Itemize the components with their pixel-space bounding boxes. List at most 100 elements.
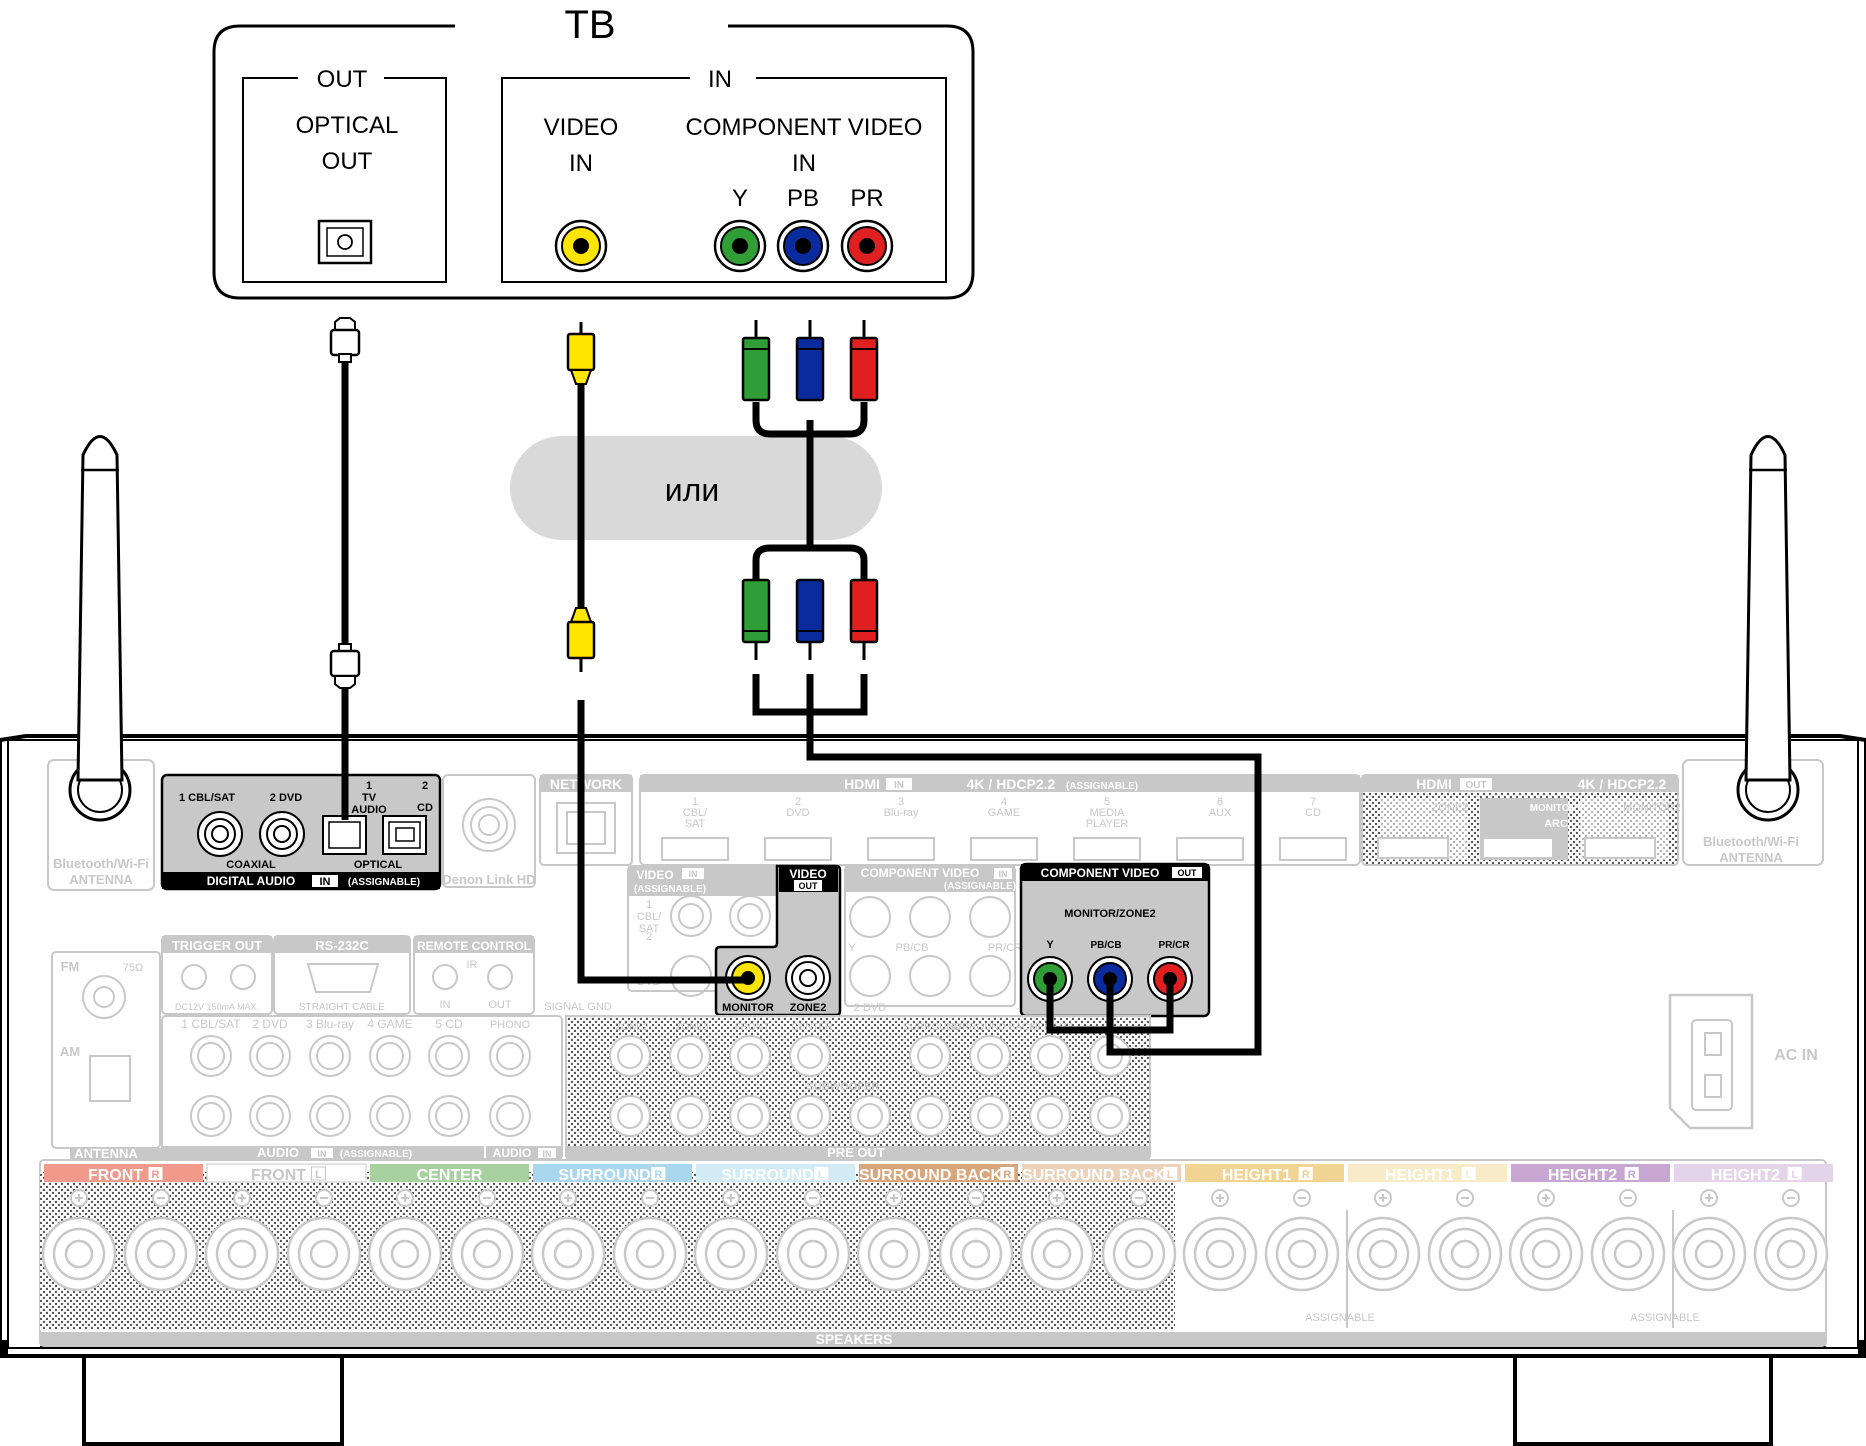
video-in-cbl-num: 1 [646, 899, 652, 911]
hdmi-in-port-label: MEDIA [1090, 807, 1126, 819]
hdmi-in-port-label: 5 [1104, 796, 1110, 808]
speaker-label: HEIGHT2 [1711, 1167, 1780, 1184]
ac-in-label: AC IN [1774, 1047, 1818, 1064]
pre-out-label: ZONE3 [675, 1022, 709, 1033]
pre-out-jack [729, 1095, 771, 1137]
optical-1-port[interactable] [322, 815, 367, 855]
video-in-game: 3 GAME [729, 880, 771, 892]
assignable-1: ASSIGNABLE [1305, 1312, 1375, 1324]
speaker-label: HEIGHT1 [1222, 1167, 1291, 1184]
optical-2-port[interactable] [382, 815, 427, 855]
speaker-label: SURROUND BACK [859, 1167, 1003, 1184]
phono-label: PHONO [490, 1019, 531, 1031]
phono-footer-in: IN [543, 1149, 552, 1159]
tv-y-label: Y [732, 185, 748, 212]
video-out-zone2-label: ZONE2 [790, 1002, 827, 1014]
pre-out-jack [669, 1035, 711, 1077]
audio-in-label: 1 CBL/SAT [181, 1017, 241, 1031]
denon-link-label: Denon Link HD [442, 872, 535, 887]
speaker-terminal [41, 1189, 117, 1292]
speaker-side: R [1628, 1169, 1636, 1181]
audio-footer-assign: (ASSIGNABLE) [340, 1149, 412, 1160]
tv-component-y-jack[interactable] [713, 219, 767, 273]
comp-in-label: COMPONENT VIDEO [861, 866, 980, 880]
comp-in-y: Y [848, 942, 856, 954]
comp-out-zone: MONITOR/ZONE2 [1064, 908, 1155, 920]
antenna-left [68, 435, 132, 822]
comp-out-pr-jack[interactable] [1147, 956, 1193, 1002]
audio-in-jack [309, 1095, 351, 1137]
coaxial-1-jack[interactable] [197, 811, 243, 857]
hdmi-out-spec: 4K / HDCP2.2 [1578, 776, 1667, 792]
or-pill: или [510, 436, 882, 540]
audio-in-jack [249, 1035, 291, 1077]
hdmi-in-port-label: GAME [988, 807, 1020, 819]
tv-component-pb-jack[interactable] [776, 219, 830, 273]
rc-in: IN [440, 999, 451, 1011]
network-port [556, 802, 616, 854]
speaker-terminal [286, 1189, 362, 1292]
bt-left-label-2: ANTENNA [69, 872, 133, 887]
hdmi-in-label: HDMI [844, 776, 880, 792]
comp-in-pb: PB/CB [895, 942, 928, 954]
digital-audio-panel: 1 CBL/SAT 2 DVD 1 TV AUDIO 2 CD [160, 773, 442, 891]
tv-title: ТВ [564, 3, 615, 47]
hdmi-out-zone2: ZONE2 [1432, 802, 1469, 814]
pre-out-jack [1029, 1095, 1071, 1137]
component-in-panel: COMPONENT VIDEO IN (ASSIGNABLE) 1 CBL/SA… [844, 865, 1022, 1014]
digital-in-badge: IN [320, 876, 331, 888]
video-cable [566, 322, 748, 984]
network-label: NETWORK [550, 776, 622, 792]
audio-in-jack [489, 1035, 531, 1077]
control-ports: TRIGGER OUT DC12V 150mA MAX. RS-232C STR… [161, 935, 612, 1015]
pre-out-jack [909, 1035, 951, 1077]
video-in-dvd-num: 2 [646, 931, 652, 943]
comp-out-badge: OUT [1178, 868, 1198, 878]
pre-out-jack [969, 1035, 1011, 1077]
receiver-rear-panel: Bluetooth/Wi-Fi ANTENNA Bluetooth/Wi-Fi … [0, 734, 1866, 1446]
fm-ohm: 75Ω [123, 962, 143, 974]
speaker-terminal [1264, 1189, 1340, 1292]
audio-in-label: 2 DVD [252, 1017, 288, 1031]
video-out-badge: OUT [799, 881, 819, 891]
pre-out-label: SURROUND BACK [948, 1022, 1036, 1033]
bt-right-label-1: Bluetooth/Wi-Fi [1703, 834, 1799, 849]
hdmi-in-port-label: CBL/ [683, 807, 708, 819]
speaker-label: SURROUND BACK [1022, 1167, 1166, 1184]
tv-optical-out-port[interactable] [317, 219, 373, 265]
coaxial-2-jack[interactable] [259, 811, 305, 857]
digital-tv-label: TV [362, 792, 377, 804]
speaker-terminal [1753, 1189, 1829, 1292]
tv-video-in-label-2: IN [569, 150, 593, 177]
speaker-terminal [204, 1189, 280, 1292]
comp-out-y-jack[interactable] [1027, 956, 1073, 1002]
rca-plug-top [849, 320, 879, 402]
audio-in-jack [489, 1095, 531, 1137]
tv-component-pr-jack[interactable] [840, 219, 894, 273]
pre-out-label: CENTER [791, 1022, 832, 1033]
speaker-side: R [1003, 1169, 1011, 1181]
speakers-footer: SPEAKERS [815, 1331, 892, 1347]
pre-out-jack [669, 1095, 711, 1137]
speaker-label: FRONT [88, 1167, 143, 1184]
comp-in-dvd: 2 DVD [854, 1002, 886, 1014]
subwoofer-label: SUBWOOFER [807, 1081, 880, 1093]
audio-in-jack [309, 1035, 351, 1077]
tv-optical-label-2: OUT [322, 148, 373, 175]
comp-out-pb: PB/CB [1090, 940, 1121, 951]
antenna-label: ANTENNA [74, 1146, 138, 1161]
tv-video-in-jack[interactable] [554, 219, 608, 273]
video-in-sat: SAT [639, 923, 660, 935]
speaker-side: L [1167, 1169, 1174, 1181]
rs232c-cable: STRAIGHT CABLE [299, 1002, 385, 1013]
hdmi-in-spec: 4K / HDCP2.2 [967, 776, 1056, 792]
video-out-zone2-jack[interactable] [785, 955, 831, 1001]
speaker-side: L [818, 1169, 825, 1181]
